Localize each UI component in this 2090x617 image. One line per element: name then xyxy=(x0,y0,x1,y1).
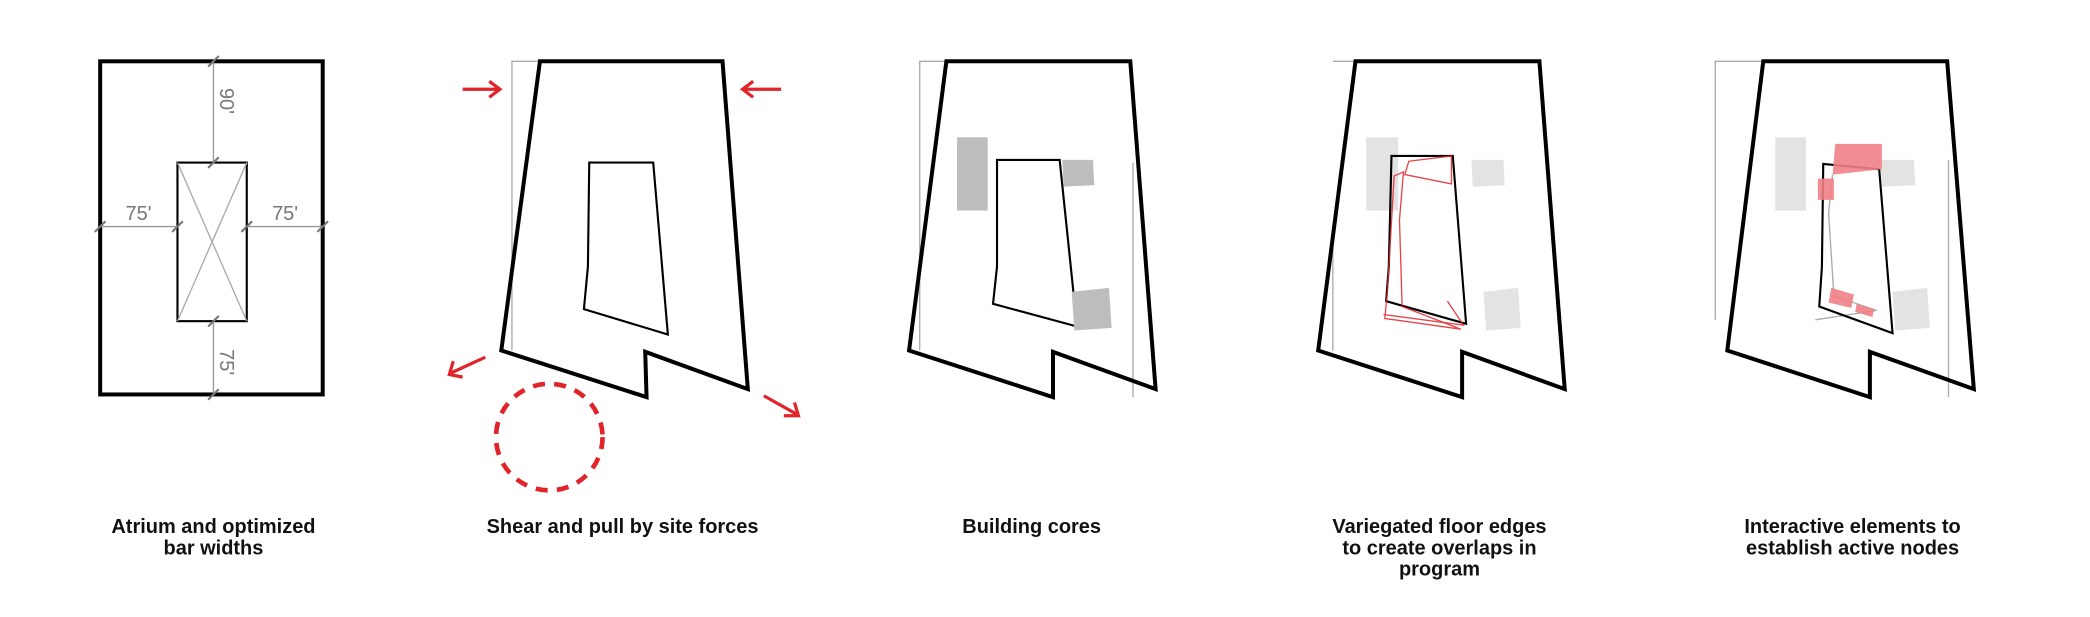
floor-edge-red-3 xyxy=(1383,300,1465,327)
sheared-outline xyxy=(1725,59,1977,400)
atrium-outline xyxy=(1385,154,1468,326)
dim-left: 75' xyxy=(125,203,151,225)
active-node-2 xyxy=(1817,178,1834,200)
core-north xyxy=(1471,159,1505,187)
floor-edge-red-1 xyxy=(1403,155,1453,185)
dim-bottom: 75' xyxy=(215,349,237,375)
dim-top: 90' xyxy=(215,88,237,114)
core-south xyxy=(1071,287,1112,331)
site-force-circle xyxy=(493,381,605,493)
atrium-outline xyxy=(582,161,670,336)
active-node-1 xyxy=(1832,143,1882,175)
original-outline xyxy=(1332,60,1356,351)
active-node-3 xyxy=(1828,287,1854,308)
sheared-outline xyxy=(499,59,751,400)
core-west xyxy=(1775,137,1806,211)
sheared-outline xyxy=(906,59,1158,400)
caption-shear: Shear and pull by site forces xyxy=(487,516,759,538)
floor-edge-red-2 xyxy=(1384,170,1462,330)
panel-shear xyxy=(447,59,801,493)
panel-floor-edges xyxy=(1315,59,1567,400)
atrium-outline xyxy=(991,158,1079,328)
original-outline xyxy=(511,60,540,351)
original-outline xyxy=(1714,60,1764,320)
panel-cores xyxy=(906,59,1158,400)
force-arrow-down-right-icon xyxy=(763,394,801,418)
force-arrow-down-left-icon xyxy=(447,355,486,379)
dimension-ticks xyxy=(94,55,329,401)
force-arrow-left-icon xyxy=(739,80,782,99)
core-north xyxy=(1062,159,1095,187)
core-west xyxy=(957,137,988,211)
panel-active-nodes xyxy=(1714,59,1977,400)
panel-atrium: 90' 75' 75' 75' xyxy=(94,55,329,401)
caption-cores: Building cores xyxy=(962,516,1101,538)
core-south xyxy=(1892,287,1930,331)
bar-outline xyxy=(98,59,325,397)
dimension-lines xyxy=(100,61,323,395)
sheared-outline xyxy=(1315,59,1567,400)
dim-right: 75' xyxy=(272,203,298,225)
core-south xyxy=(1483,287,1521,331)
force-arrow-right-icon xyxy=(462,80,503,99)
core-north xyxy=(1880,159,1916,187)
active-node-4 xyxy=(1855,303,1874,318)
atrium-void-cross xyxy=(176,162,248,322)
